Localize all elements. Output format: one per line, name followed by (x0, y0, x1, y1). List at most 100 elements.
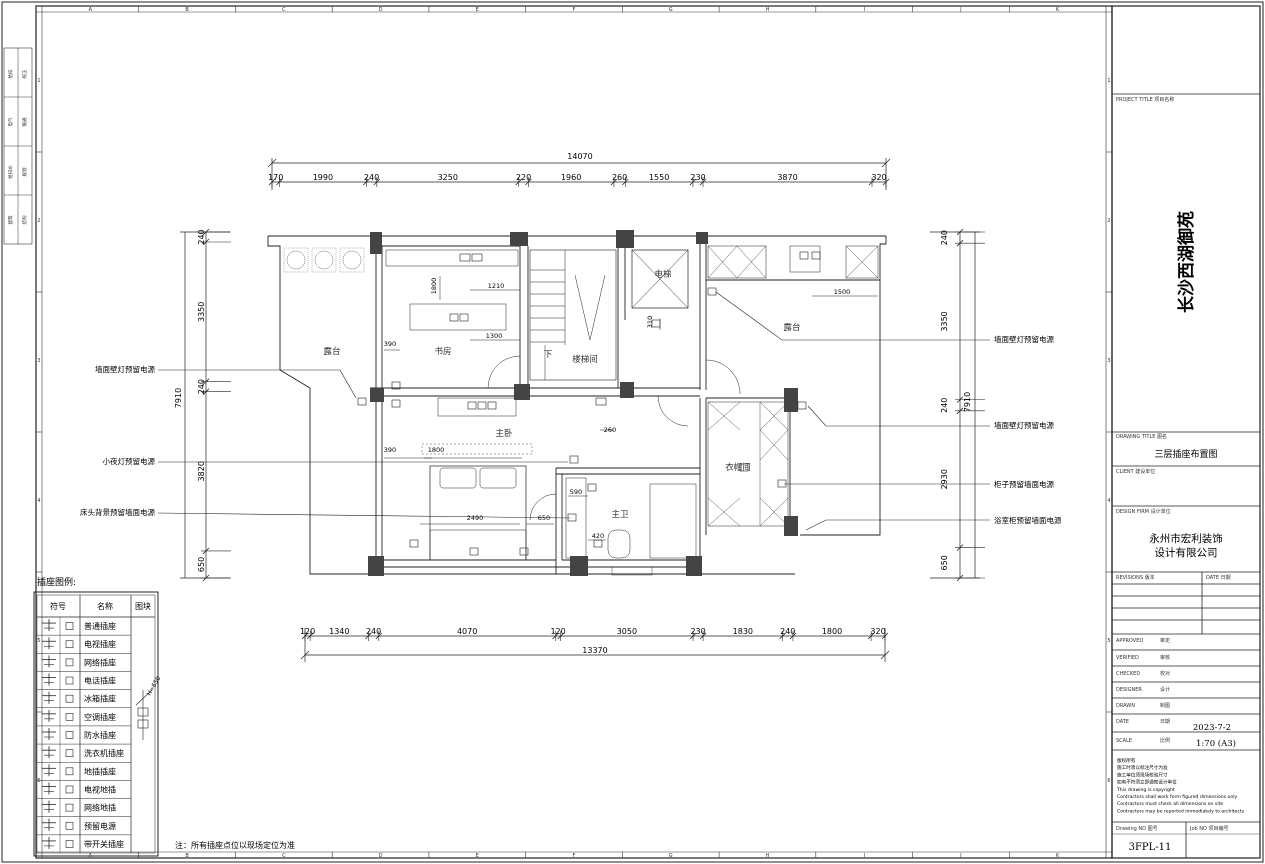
room-stairwell: 楼梯间 (572, 354, 598, 365)
legend-header-block: 图块 (135, 601, 151, 611)
terrace-plants (283, 247, 365, 273)
project-name: 长沙西湖御苑 (1176, 211, 1197, 313)
drawn-label: DRAWN (1116, 703, 1135, 709)
dim-segment: 260 (612, 173, 627, 182)
legend-table (33, 591, 159, 857)
legend-item-name: 预留电源 (84, 821, 116, 831)
drawing-note: 注：所有插座点位以现场定位为准 (175, 840, 295, 850)
room-elevator: 电梯 (654, 269, 672, 280)
inner-dim: 390 (384, 340, 396, 348)
legend-item-name: 冰箱插座 (84, 694, 116, 704)
grid-col-label: G (669, 7, 673, 13)
callout-labels: 墙面壁灯预留电源 小夜灯预留电源 床头背景预留墙面电源 墙面壁灯预留电源 墙面壁… (80, 334, 1062, 525)
grid-row-label: 5 (1107, 638, 1110, 644)
stair-down-label: 下 (544, 350, 553, 360)
left-dimension-ticks (201, 228, 231, 582)
grid-col-label: J (959, 853, 961, 859)
date-col-label: DATE 日期 (1206, 575, 1231, 581)
socket-mark-icon (65, 713, 74, 721)
dim-segment: 3350 (197, 302, 206, 322)
scale-value: 1:70 (A3) (1196, 738, 1236, 749)
right-dimensions (930, 231, 980, 579)
dim-segment: 240 (364, 173, 379, 182)
socket-mark-icon (65, 676, 74, 685)
dim-segment: 1550 (649, 173, 669, 182)
dim-segment: 320 (871, 173, 886, 182)
room-wardrobe: 衣帽间 (725, 462, 751, 473)
designer-label: DESIGNER (1116, 687, 1142, 693)
legend-rows: 普通插座电视插座网络插座电话插座冰箱插座空调插座防水插座洗衣机插座地插插座电视地… (37, 619, 131, 849)
dim-segment: 120 (550, 627, 565, 636)
verified-label: VERIFIED (1116, 655, 1139, 661)
drawing-frame (35, 5, 1113, 859)
legend-item-name: 电视插座 (84, 639, 116, 649)
firm-name-line1: 永州市宏利装饰 (1149, 532, 1223, 545)
dim-segment: 170 (268, 173, 283, 182)
callout-night-light: 小夜灯预留电源 (103, 456, 156, 466)
callout-wall-lamp-right-2: 墙面壁灯预留电源 (994, 420, 1054, 430)
grid-row-label: 3 (37, 358, 40, 364)
grid-row-label: 6 (37, 778, 40, 784)
floor-plan (267, 235, 887, 576)
grid-row-label: 4 (1107, 498, 1110, 504)
inner-dim: 650 (538, 514, 550, 522)
dim-segment: 240 (366, 627, 381, 636)
socket-mark-icon (65, 840, 74, 848)
legend-block-symbol (135, 689, 153, 740)
dim-segment: 1800 (822, 627, 842, 636)
dim-segment: 3870 (777, 173, 797, 182)
checked-label: CHECKED (1116, 671, 1140, 677)
grid-row-label: 2 (1107, 218, 1110, 224)
legend-header-name: 名称 (97, 601, 113, 611)
date-cn: 日期 (1160, 719, 1170, 725)
dim-segment: 240 (780, 627, 795, 636)
title-block (1111, 5, 1261, 859)
dim-segment: 320 (870, 627, 885, 636)
socket-mark-icon (65, 785, 74, 794)
legend-block-label: H=650 (146, 675, 163, 697)
dim-segment: 1830 (733, 627, 753, 636)
strip-label: 规划 (21, 167, 28, 176)
grid-col-label: H (766, 853, 770, 859)
job-no-label: Job NO 项目编号 (1189, 825, 1229, 832)
strip-label: 结构 (21, 215, 28, 224)
legend-item-name: 防水插座 (84, 730, 116, 740)
top-dimension-ticks (268, 177, 890, 187)
grid-col-label: I (863, 853, 864, 859)
grid-row-label: 2 (37, 218, 40, 224)
date-label: DATE (1116, 719, 1129, 725)
grid-col-label: A (89, 7, 93, 13)
grid-col-label: G (669, 853, 673, 859)
approved-cn: 审定 (1160, 637, 1170, 644)
dim-segment: 230 (690, 173, 705, 182)
socket-symbols (357, 251, 821, 556)
project-title-label: PROJECT TITLE 项目名称 (1116, 96, 1174, 103)
designer-cn: 设计 (1160, 686, 1170, 693)
firm-name-line2: 设计有限公司 (1155, 546, 1218, 559)
room-terrace-left: 露台 (323, 346, 340, 357)
left-total-dim: 7910 (174, 388, 183, 408)
right-dimension-ticks (955, 228, 985, 582)
top-total-dim: 14070 (567, 152, 592, 161)
grid-col-label: C (282, 7, 286, 13)
design-firm-label: DESIGN FIRM 设计单位 (1116, 508, 1171, 515)
legend-item-name: 网络插座 (84, 657, 116, 667)
grid-col-label: D (379, 853, 383, 859)
approved-label: APPROVED (1116, 638, 1143, 644)
room-master-bedroom: 主卧 (495, 428, 513, 439)
left-strip: 给排 校正 电气 暖通 给排水 规划 建筑 结构 (3, 47, 33, 245)
legend-item-name: 空调插座 (84, 712, 116, 722)
callout-bed-headboard: 床头背景预留墙面电源 (80, 507, 155, 517)
inner-dim: 1800 (430, 278, 438, 295)
grid-col-label: B (185, 7, 189, 13)
grid-row-label: 1 (37, 78, 40, 84)
scale-label: SCALE (1116, 738, 1132, 744)
legend-item-name: 电话插座 (84, 676, 116, 686)
structural-columns (368, 230, 798, 576)
grid-col-label: K (1056, 853, 1060, 859)
dim-segment: 240 (197, 229, 206, 244)
